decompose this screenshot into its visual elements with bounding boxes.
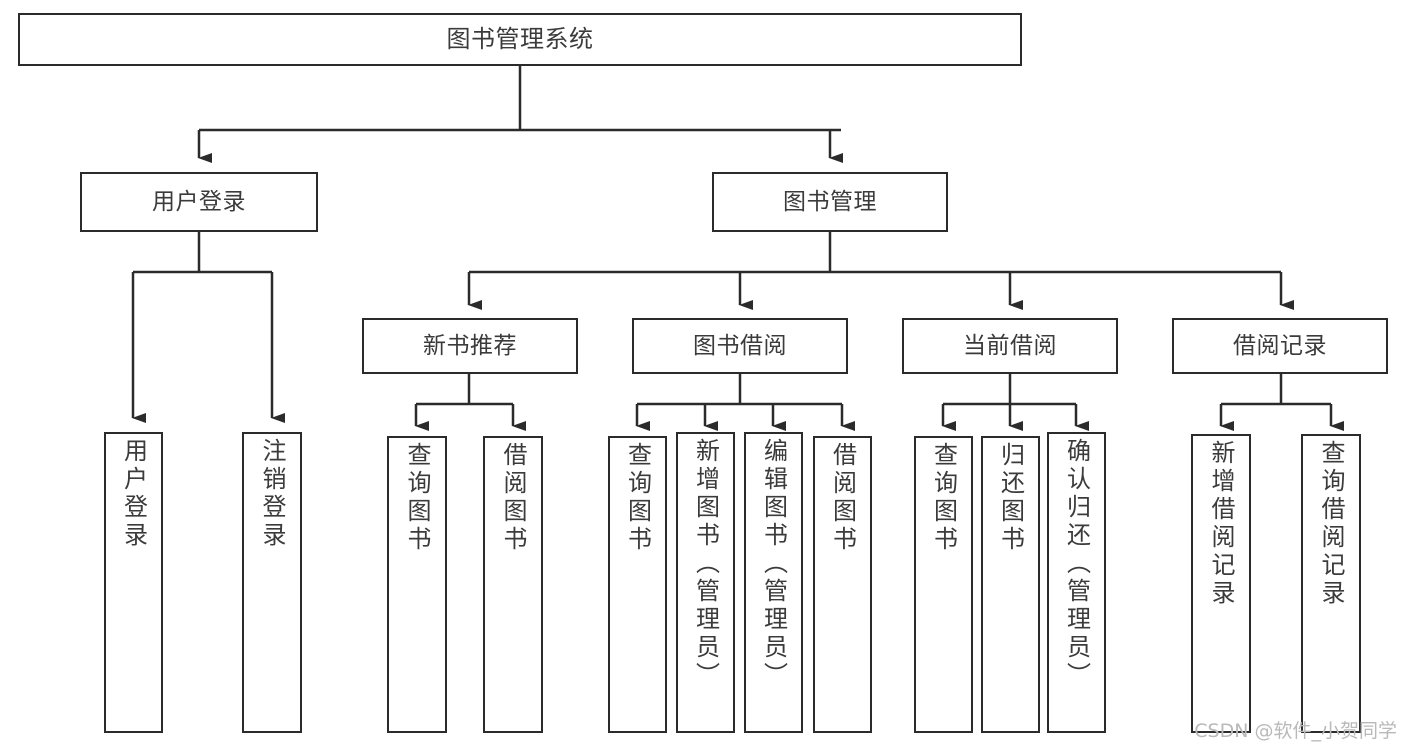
csdn-watermark: CSDN @软件_小贺同学 (1194, 720, 1397, 742)
node-leaf-confirm-return-label: 确认归还（管理员） (1062, 438, 1091, 690)
node-leaf-borrow-book-1[interactable]: 借阅图书 (483, 436, 543, 733)
node-leaf-query-book-2-label: 查询图书 (623, 442, 652, 554)
node-leaf-return-book[interactable]: 归还图书 (981, 436, 1040, 733)
node-book-borrow-label: 图书借阅 (693, 332, 787, 359)
node-leaf-query-book-3[interactable]: 查询图书 (914, 436, 973, 733)
node-book-borrow[interactable]: 图书借阅 (632, 318, 848, 374)
node-leaf-user-login[interactable]: 用户登录 (104, 432, 163, 733)
node-new-book-recommend[interactable]: 新书推荐 (362, 318, 578, 374)
node-leaf-query-book-3-label: 查询图书 (929, 442, 958, 554)
node-new-book-recommend-label: 新书推荐 (423, 332, 517, 359)
node-leaf-borrow-book-2[interactable]: 借阅图书 (813, 436, 872, 733)
node-current-borrow-label: 当前借阅 (963, 332, 1057, 359)
node-leaf-add-record[interactable]: 新增借阅记录 (1191, 434, 1251, 733)
node-root[interactable]: 图书管理系统 (18, 13, 1022, 66)
node-leaf-user-login-label: 用户登录 (119, 438, 148, 550)
node-leaf-logout-login-label: 注销登录 (258, 438, 286, 550)
node-leaf-logout-login[interactable]: 注销登录 (242, 432, 302, 733)
node-leaf-query-record[interactable]: 查询借阅记录 (1301, 434, 1361, 733)
node-leaf-add-book-label: 新增图书（管理员） (691, 438, 720, 690)
node-leaf-query-book-2[interactable]: 查询图书 (608, 436, 667, 733)
node-leaf-query-record-label: 查询借阅记录 (1317, 440, 1345, 608)
node-leaf-add-book[interactable]: 新增图书（管理员） (676, 432, 735, 733)
node-borrow-record[interactable]: 借阅记录 (1172, 318, 1388, 374)
node-leaf-borrow-book-2-label: 借阅图书 (828, 442, 857, 554)
node-leaf-add-record-label: 新增借阅记录 (1207, 440, 1235, 608)
node-user-login-label: 用户登录 (152, 188, 246, 215)
node-leaf-confirm-return[interactable]: 确认归还（管理员） (1047, 432, 1106, 733)
node-borrow-record-label: 借阅记录 (1233, 332, 1327, 359)
node-root-label: 图书管理系统 (446, 24, 594, 53)
node-leaf-borrow-book-1-label: 借阅图书 (499, 442, 527, 554)
node-leaf-return-book-label: 归还图书 (996, 442, 1025, 554)
node-current-borrow[interactable]: 当前借阅 (902, 318, 1118, 374)
node-book-manage-label: 图书管理 (783, 188, 877, 215)
node-leaf-edit-book[interactable]: 编辑图书（管理员） (744, 432, 803, 733)
node-user-login[interactable]: 用户登录 (80, 172, 318, 232)
node-leaf-query-book-1-label: 查询图书 (403, 442, 431, 554)
node-leaf-query-book-1[interactable]: 查询图书 (387, 436, 447, 733)
node-leaf-edit-book-label: 编辑图书（管理员） (759, 438, 788, 690)
node-book-manage[interactable]: 图书管理 (712, 172, 948, 232)
